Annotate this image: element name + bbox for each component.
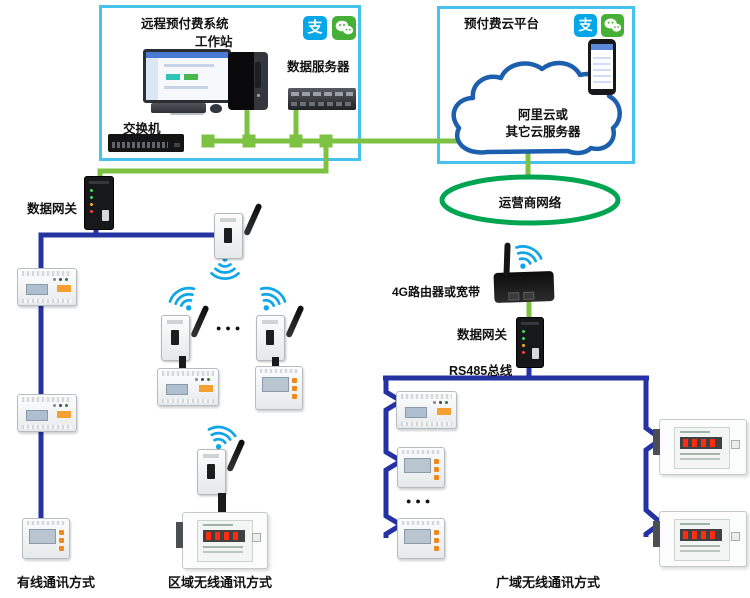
prepaid-meter-box [653,419,747,475]
footer-wide-area-wireless: 广域无线通讯方式 [496,575,601,590]
wifi-downlink-icon [210,254,240,280]
rs485-bus-label: RS485总线 [449,364,513,378]
wechat-icon [601,14,624,42]
data-gateway-left [84,176,114,230]
network-switch [108,134,184,152]
switch-label: 交换机 [123,122,161,136]
mouse [210,104,222,113]
alipay-icon: 支 [303,16,327,40]
right-gateway-label: 数据网关 [457,328,508,342]
footer-regional-wireless: 区域无线通讯方式 [168,575,273,590]
prepaid-meter-box [653,511,747,567]
energy-meter [22,518,70,559]
lan-junction-nodes [201,134,333,148]
workstation-panel [99,5,361,161]
energy-meter [157,368,219,406]
smartphone [588,39,616,95]
energy-meter [17,268,77,306]
wireless-breaker [197,438,246,495]
wired-branch-line [38,232,219,540]
keyboard [151,103,206,113]
wifi-router-icon [508,241,545,276]
wireless-breaker [256,304,305,361]
wireless-breaker [214,202,263,259]
data-server-label: 数据服务器 [287,60,350,74]
ellipsis-dots: ●●● [216,323,245,333]
wireless-breaker [161,304,210,361]
energy-meter [255,366,303,410]
left-gateway-label: 数据网关 [27,202,78,216]
lan-to-gateway-line [97,141,329,178]
energy-meter [17,394,77,432]
cloud-panel [437,6,635,164]
prepaid-meter-box [176,512,268,569]
din-rail-stub [272,357,279,369]
router-label: 4G路由器或宽带 [392,285,481,299]
data-gateway-right [516,317,544,368]
mount-stub [218,493,226,513]
energy-meter [397,518,445,559]
4g-router [493,242,555,304]
energy-meter [397,447,445,488]
workstation-monitor [143,49,231,115]
workstation-title-line1: 远程预付费系统 [141,17,229,31]
din-rail-stub [179,356,186,370]
cloud-shape [451,60,622,156]
cloud-panel-title: 预付费云平台 [464,17,540,31]
carrier-network-ellipse [439,174,621,226]
energy-meter [396,391,457,429]
router-antenna-icon [503,242,511,277]
rs485-right-drop-line [643,376,666,537]
carrier-network-label: 运营商网络 [498,196,562,210]
alipay-icon: 支 [574,14,597,37]
wechat-icon [332,16,356,45]
cloud-label-line2: 其它云服务器 [505,125,581,139]
ellipsis-dots: ●●● [406,496,435,506]
workstation-title-line2: 工作站 [195,35,233,49]
data-server [288,88,356,110]
footer-wired: 有线通讯方式 [17,575,96,590]
cloud-label-line1: 阿里云或 [517,108,568,122]
workstation-tower-pc [228,52,268,110]
